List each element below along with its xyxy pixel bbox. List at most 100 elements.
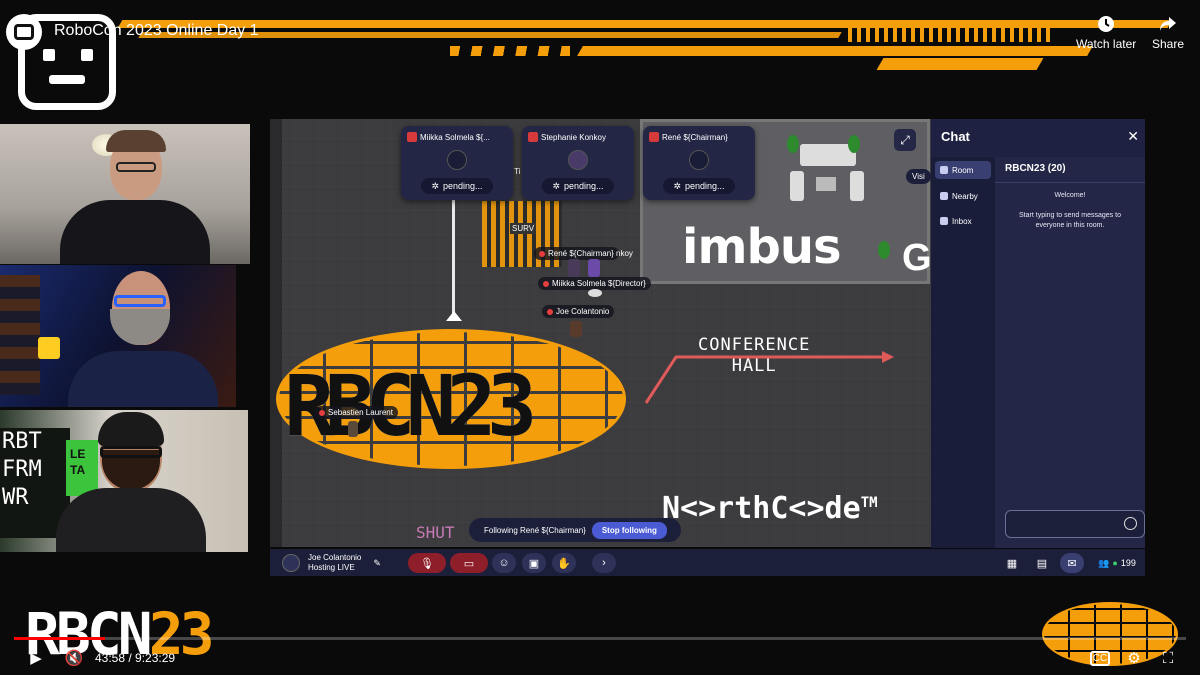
avatar [282,554,300,572]
pending-label: pending... [685,181,725,191]
northcode-sign: N<>rthC<>deTM [662,491,878,526]
cam-sign-line: TA [70,463,86,477]
welcome-message: Welcome! Start typing to send messages t… [995,191,1145,231]
user-status: Hosting LIVE [308,563,355,572]
webcam-speaker-1 [0,124,250,264]
people-icon [940,192,948,200]
pencil-icon[interactable]: ✎ [373,557,381,568]
cam-sign-line: LE [70,447,86,461]
path-arrow [644,351,894,404]
mic-muted-icon [407,132,417,142]
player-name-tag[interactable]: Miikka Solmela ${Director} [538,277,651,290]
camera-toggle-button[interactable]: ▭ [450,553,488,573]
pending-label: pending... [564,181,604,191]
settings-icon[interactable]: ⚙ [1127,650,1141,667]
expand-map-button[interactable]: ⤢ [894,129,916,151]
close-icon[interactable]: ✕ [1127,128,1139,144]
chat-tabs: Room Nearby Inbox [931,157,995,548]
avatar-sprite[interactable] [588,289,602,297]
cc-icon[interactable]: CC [1090,651,1110,666]
banner-stripe [876,58,1044,70]
participant-card[interactable]: Miikka Solmela ${... ✲pending... [401,126,513,200]
shut-sign: SHUT [416,523,455,542]
fullscreen-icon[interactable]: ⛶ [1162,649,1174,667]
player-name: Sebastien Laurent [328,408,393,417]
participant-card[interactable]: René ${Chairman} ✲pending... [643,126,755,200]
mic-toggle-button[interactable]: 🎙 [408,553,446,573]
chat-input[interactable] [1005,510,1145,538]
hand-icon[interactable]: ✋ [552,553,576,573]
chat-panel: Chat ✕ Room Nearby Inbox RBCN23 (20) Wel… [931,119,1145,548]
robot-logo-icon[interactable] [6,14,42,50]
player-name-tag[interactable]: René ${Chairman} [534,247,619,260]
chevron-right-icon[interactable]: › [592,553,616,573]
visit-tag[interactable]: Visi [906,169,931,184]
player-name: nkoy [616,249,633,258]
chat-messages: RBCN23 (20) Welcome! Start typing to sen… [995,157,1145,548]
tab-label: Room [952,165,974,175]
watch-later-label: Watch later [1076,37,1137,51]
user-name: Joe Colantonio [308,553,362,562]
calendar-icon[interactable]: ▤ [1036,557,1048,570]
tab-inbox[interactable]: Inbox [935,212,991,230]
share-button[interactable]: Share [1152,14,1184,51]
play-icon[interactable]: ▶ [30,650,42,667]
chat-icon[interactable]: ✉ [1060,553,1084,573]
online-count: 199 [1120,558,1136,568]
share-label: Share [1152,37,1185,51]
clock-icon [1098,16,1115,32]
watch-later-button[interactable]: Watch later [1076,14,1136,51]
participant-card[interactable]: Stephanie Konkoy ✲pending... [522,126,634,200]
pending-status: ✲pending... [421,178,493,194]
plant [878,241,890,259]
smiley-icon[interactable]: ☺ [492,553,516,573]
virtual-venue-map[interactable]: imbus G SURV RBCN23 CONFERENCE HALL N<>r… [270,119,931,547]
progress-bar[interactable] [14,637,1186,640]
webcam-speaker-2 [0,265,236,407]
lounge-table [816,177,836,191]
player-name-tag[interactable]: Joe Colantonio [542,305,615,318]
tab-room[interactable]: Room [935,161,991,179]
banner-stripe [117,20,1173,28]
avatar-sprite[interactable] [570,321,582,337]
cam-sign-line: WR [2,485,29,510]
divider [995,182,1145,183]
progress-fill [14,637,106,640]
hall-label: HALL [731,356,777,376]
calendar-icon[interactable]: ▦ [1006,557,1018,570]
avatar-sprite[interactable] [588,259,600,277]
participant-name: Miikka Solmela ${... [420,132,490,142]
rbcn-num: 23 [148,600,215,668]
cam-sign-line: RBT [2,429,42,454]
northcode-label: N<>rthC<>de [662,491,861,526]
cam-sign-line: FRM [2,457,42,482]
lounge-furniture [800,144,856,166]
avatar-sprite[interactable] [348,421,358,437]
mic-muted-icon [528,132,538,142]
conference-label: CONFERENCE [698,335,811,355]
pending-label: pending... [443,181,483,191]
screen-share-icon[interactable]: ▣ [522,553,546,573]
current-user[interactable]: Joe Colantonio Hosting LIVE ✎ [282,553,381,573]
stop-following-button[interactable]: Stop following [591,521,667,539]
conference-hall-sign: CONFERENCE HALL [698,335,810,377]
player-name: René ${Chairman} [548,249,614,258]
video-title[interactable]: RoboCon 2023 Online Day 1 [54,22,259,39]
tab-nearby[interactable]: Nearby [935,187,991,205]
smiley-icon[interactable] [1124,517,1137,530]
webcam-speaker-3: RBT FRM WR LE TA [0,410,248,552]
mic-muted-icon [649,132,659,142]
share-icon [1160,17,1177,31]
chat-title: Chat [941,129,970,144]
banner-ticks [848,28,1050,42]
avatar [447,150,467,170]
avatar [689,150,709,170]
rbcn-globe [276,329,626,469]
mute-icon[interactable]: 🔇 [64,650,84,667]
welcome-text: Start typing to send messages to everyon… [1019,212,1121,229]
player-name-tag[interactable]: Sebastien Laurent [314,406,398,419]
pending-status: ✲pending... [663,178,735,194]
people-icon[interactable]: 👥 ●199 [1098,557,1136,569]
avatar-sprite[interactable] [568,259,580,277]
plant [787,135,799,153]
